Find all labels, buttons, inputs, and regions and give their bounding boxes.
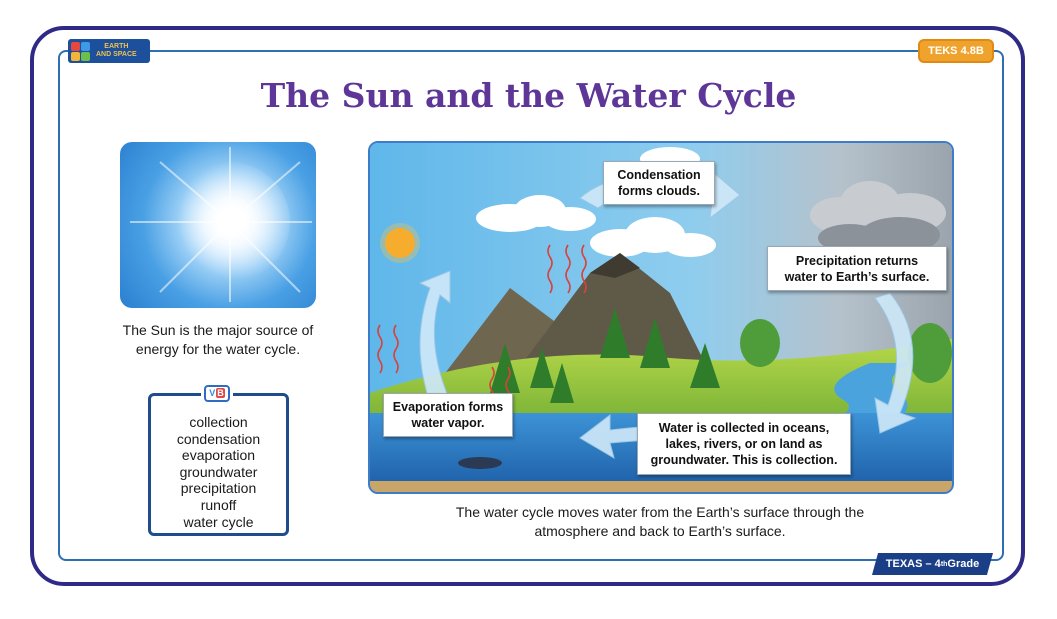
callout-collection: Water is collected in oceans, lakes, riv… [637,413,851,475]
sun-caption: The Sun is the major source of energy fo… [122,322,314,357]
vocabulary-list: collection condensation evaporation grou… [148,414,289,530]
callout-precipitation: Precipitation returns water to Earth’s s… [767,246,947,291]
subject-icons [71,41,90,61]
callout-evaporation: Evaporation forms water vapor. [383,393,513,437]
page-title: The Sun and the Water Cycle [260,76,797,115]
plant-icon [81,51,90,61]
rock-icon [71,51,80,61]
vocab-word: condensation [176,430,261,447]
sun-photo [120,142,316,308]
vocab-word: runoff [200,496,237,513]
subject-badge-label: EARTH AND SPACE [96,43,137,58]
diagram-caption: The water cycle moves water from the Ear… [455,504,865,539]
vocab-word: groundwater [179,463,258,480]
vocab-word: precipitation [180,480,257,497]
vocab-word: collection [189,414,248,430]
vocab-word: evaporation [181,447,256,464]
water-cycle-diagram: Condensation forms clouds. Precipitation… [368,141,954,494]
callout-condensation: Condensation forms clouds. [603,161,715,205]
science-icon [71,41,80,51]
teks-badge: TEKS 4.8B [918,39,994,63]
vocab-word: water cycle [183,513,254,530]
inner-frame [58,50,1004,561]
vocabulary-box [148,393,289,536]
weather-icon [81,41,90,51]
subject-badge: EARTH AND SPACE [68,39,150,63]
sun-rays-image [130,147,312,302]
